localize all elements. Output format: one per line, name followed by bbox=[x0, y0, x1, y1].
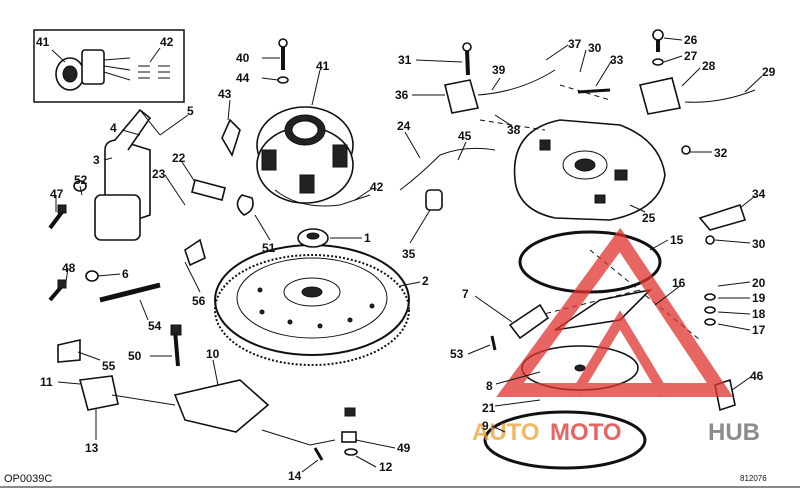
callout-2: 2 bbox=[422, 274, 429, 288]
callout-43: 43 bbox=[218, 87, 232, 101]
callout-41b: 41 bbox=[316, 59, 330, 73]
figure-code: OP0039C bbox=[4, 473, 52, 485]
callout-1: 1 bbox=[364, 231, 371, 245]
callout-30a: 30 bbox=[588, 41, 602, 55]
callout-44: 44 bbox=[236, 71, 250, 85]
ignition-coil bbox=[94, 108, 161, 241]
callout-14: 14 bbox=[288, 469, 302, 483]
callout-11: 11 bbox=[40, 375, 53, 389]
callout-56: 56 bbox=[192, 294, 206, 308]
callout-40: 40 bbox=[236, 51, 250, 65]
callout-41a: 41 bbox=[36, 35, 50, 49]
callout-10: 10 bbox=[206, 347, 220, 361]
callout-29: 29 bbox=[762, 65, 776, 79]
callout-31: 31 bbox=[398, 53, 412, 67]
trigger-modules bbox=[399, 29, 756, 211]
callout-6: 6 bbox=[122, 267, 129, 281]
callout-25: 25 bbox=[642, 211, 656, 225]
callout-4: 4 bbox=[110, 121, 117, 135]
flywheel-nut bbox=[297, 228, 329, 248]
callout-9: 9 bbox=[482, 419, 489, 433]
callout-7: 7 bbox=[462, 287, 469, 301]
callout-3: 3 bbox=[93, 153, 100, 167]
callout-12: 12 bbox=[379, 460, 393, 474]
callout-34: 34 bbox=[752, 187, 766, 201]
callout-55: 55 bbox=[102, 359, 116, 373]
callout-51: 51 bbox=[262, 241, 276, 255]
callout-17: 17 bbox=[752, 323, 766, 337]
callout-32: 32 bbox=[714, 146, 728, 160]
callout-39: 39 bbox=[492, 63, 506, 77]
callout-5: 5 bbox=[187, 104, 194, 118]
callout-26: 26 bbox=[684, 33, 698, 47]
callout-24: 24 bbox=[397, 119, 411, 133]
rectifier-harness bbox=[78, 375, 358, 461]
watermark-text-hub: HUB bbox=[708, 419, 760, 446]
callout-48: 48 bbox=[62, 261, 76, 275]
callout-45: 45 bbox=[458, 129, 472, 143]
inset-coil-detail bbox=[33, 29, 185, 103]
callout-13: 13 bbox=[85, 441, 99, 455]
callout-22: 22 bbox=[172, 151, 186, 165]
callout-28: 28 bbox=[702, 59, 716, 73]
callout-46: 46 bbox=[750, 369, 764, 383]
callout-19: 19 bbox=[752, 291, 766, 305]
stator-assembly bbox=[221, 106, 371, 207]
callout-23: 23 bbox=[152, 167, 166, 181]
callout-8: 8 bbox=[486, 379, 493, 393]
callout-leaders bbox=[51, 37, 763, 473]
callout-20: 20 bbox=[752, 276, 766, 290]
callout-53: 53 bbox=[450, 347, 464, 361]
flywheel bbox=[214, 244, 410, 366]
callout-18: 18 bbox=[752, 307, 766, 321]
hardware-left bbox=[48, 38, 289, 367]
callout-52: 52 bbox=[74, 173, 88, 187]
callout-49: 49 bbox=[397, 441, 411, 455]
watermark-text-moto: MOTO bbox=[550, 419, 622, 446]
callout-42b: 42 bbox=[370, 180, 384, 194]
callout-21: 21 bbox=[482, 401, 496, 415]
callout-15: 15 bbox=[670, 233, 684, 247]
watermark-text-auto: AUTO bbox=[472, 419, 540, 446]
callout-54: 54 bbox=[148, 319, 162, 333]
callout-38: 38 bbox=[507, 123, 521, 137]
callout-35: 35 bbox=[402, 247, 416, 261]
callout-50: 50 bbox=[128, 349, 142, 363]
watermark-logo: AUTO MOTO HUB bbox=[472, 227, 760, 446]
timer-base bbox=[513, 119, 666, 221]
callout-33: 33 bbox=[610, 53, 624, 67]
callout-47: 47 bbox=[50, 187, 64, 201]
callout-27: 27 bbox=[684, 49, 698, 63]
drawing-number: 812076 bbox=[740, 474, 767, 483]
callout-30b: 30 bbox=[752, 237, 766, 251]
callout-42a: 42 bbox=[160, 35, 174, 49]
callout-36: 36 bbox=[395, 88, 409, 102]
callout-numbers: 41 42 40 44 41 43 4 5 3 22 23 52 47 42 5… bbox=[36, 33, 776, 483]
callout-37: 37 bbox=[568, 37, 582, 51]
callout-16: 16 bbox=[672, 276, 686, 290]
